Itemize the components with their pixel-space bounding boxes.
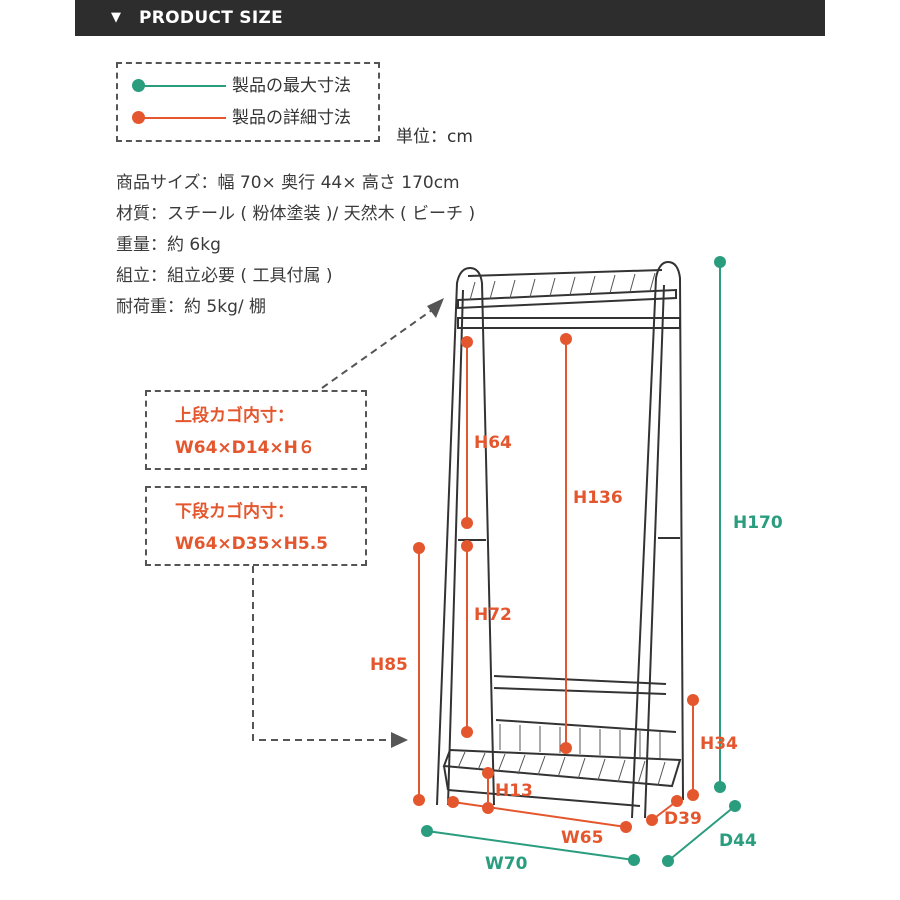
legend-max-line: [140, 85, 226, 87]
h170-top-dot: [714, 256, 726, 268]
h64-top-dot: [461, 336, 473, 348]
h13-label: H13: [495, 781, 533, 801]
h13-bottom-dot: [482, 802, 494, 814]
upper-pointer-arrowhead: [427, 298, 444, 318]
legend-detail-label: 製品の詳細寸法: [232, 108, 351, 128]
h136-bottom-dot: [560, 742, 572, 754]
d44-back-dot: [729, 800, 741, 812]
h72-bottom-dot: [461, 726, 473, 738]
spec-material: 材質：スチール ( 粉体塗装 )/ 天然木 ( ビーチ ): [116, 204, 476, 224]
lower-back-bar-2: [493, 687, 667, 695]
w70-label: W70: [485, 854, 528, 874]
w65-line: [452, 801, 627, 828]
h72-label: H72: [474, 605, 512, 625]
lower-basket-side-mesh: [499, 724, 661, 758]
spec-list: 商品サイズ：幅 70× 奥行 44× 高さ 170cm 材質：スチール ( 粉体…: [116, 168, 475, 323]
spec-weight: 重量：約 6kg: [116, 235, 221, 255]
triangle-down-icon: ▼: [111, 10, 121, 25]
d39-label: D39: [664, 809, 702, 829]
spec-size: 商品サイズ：幅 70× 奥行 44× 高さ 170cm: [116, 173, 460, 193]
rack-right-inner: [644, 284, 665, 819]
h85-top-dot: [413, 542, 425, 554]
h170-bottom-dot: [714, 781, 726, 793]
rack-right-frame: [631, 260, 684, 819]
d44-line: [667, 805, 736, 862]
w70-left-dot: [421, 825, 433, 837]
unit-label: 単位：cm: [396, 127, 473, 147]
w65-right-dot: [620, 821, 632, 833]
upper-basket-back: [467, 269, 663, 277]
hanging-rail: [457, 317, 681, 329]
w70-right-dot: [628, 854, 640, 866]
lower-bottom-bar: [447, 789, 641, 807]
upper-basket-box: 上段カゴ内寸： W64×D14×H６: [145, 390, 367, 470]
legend-max-label: 製品の最大寸法: [232, 76, 351, 96]
upper-pointer-line: [321, 309, 433, 389]
h64-label: H64: [474, 433, 512, 453]
d44-label: D44: [719, 831, 757, 851]
lower-pointer-line: [252, 566, 392, 741]
lower-basket-size: W64×D35×H5.5: [175, 534, 329, 554]
h136-label: H136: [573, 488, 623, 508]
h13-top-dot: [482, 767, 494, 779]
lower-pointer-arrowhead: [391, 732, 408, 748]
h85-bottom-dot: [413, 794, 425, 806]
lower-basket-front-left: [443, 765, 449, 791]
pointer-arrows: [252, 309, 433, 741]
lower-basket-mesh: [457, 751, 666, 786]
h170-label: H170: [733, 513, 783, 533]
upper-basket-mesh: [469, 272, 656, 301]
upper-basket-size: W64×D14×H６: [175, 438, 315, 458]
upper-basket-rim: [457, 288, 677, 310]
rack-left-inner: [447, 289, 464, 806]
d44-front-dot: [662, 855, 674, 867]
legend-detail-line: [140, 117, 226, 119]
lower-basket-back: [495, 719, 677, 733]
rack-drawing: [436, 260, 684, 819]
section-title: PRODUCT SIZE: [139, 8, 284, 28]
legend-max-dot: [132, 79, 145, 92]
upper-basket-title: 上段カゴ内寸：: [175, 406, 294, 426]
legend-detail-dot: [132, 111, 145, 124]
h64-bottom-dot: [461, 517, 473, 529]
rack-left-frame: [436, 266, 495, 806]
h34-top-dot: [687, 694, 699, 706]
w65-label: W65: [561, 828, 603, 848]
h34-bottom-dot: [687, 789, 699, 801]
section-header: ▼ PRODUCT SIZE: [75, 0, 825, 36]
basket-mesh: [457, 272, 666, 786]
h136-top-dot: [560, 333, 572, 345]
w70-line: [426, 830, 635, 861]
lower-basket-rim: [442, 748, 682, 788]
d39-back-dot: [671, 795, 683, 807]
w65-left-dot: [447, 796, 459, 808]
spec-load: 耐荷重：約 5kg/ 棚: [116, 297, 266, 317]
lower-basket-box: 下段カゴ内寸： W64×D35×H5.5: [145, 486, 367, 566]
h34-label: H34: [700, 734, 738, 754]
d39-front-dot: [646, 814, 658, 826]
spec-assembly: 組立：組立必要 ( 工具付属 ): [116, 266, 333, 286]
lower-basket-title: 下段カゴ内寸：: [175, 502, 294, 522]
h85-label: H85: [370, 655, 408, 675]
h72-top-dot: [461, 540, 473, 552]
lower-back-bar: [493, 675, 667, 685]
legend-box: 製品の最大寸法 製品の詳細寸法: [116, 62, 380, 142]
